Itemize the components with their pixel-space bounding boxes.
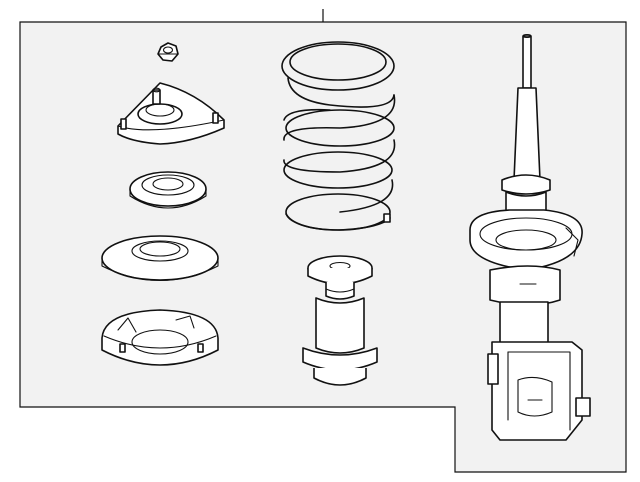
- bump-stop-icon[interactable]: [302, 255, 378, 386]
- upper-spring-seat-icon[interactable]: [101, 235, 219, 282]
- upper-nut-icon[interactable]: [157, 42, 179, 62]
- strut-icon[interactable]: [469, 33, 591, 441]
- strut-mount-icon[interactable]: [117, 82, 225, 145]
- lower-insulator-icon[interactable]: [101, 309, 219, 366]
- bearing-icon[interactable]: [129, 171, 207, 209]
- coil-spring-icon[interactable]: [281, 41, 396, 231]
